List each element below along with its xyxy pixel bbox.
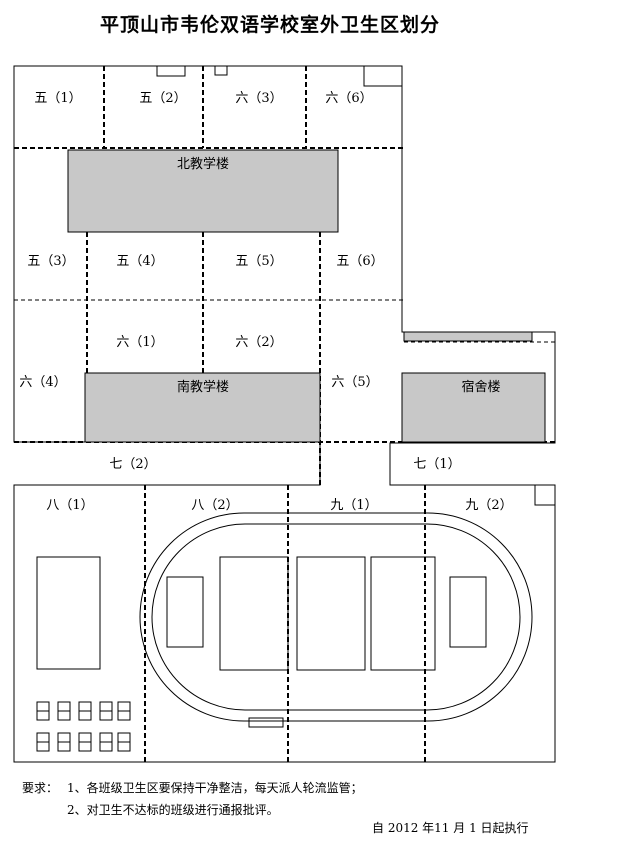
track-inner (151, 523, 521, 711)
equipment-grid (36, 701, 131, 752)
dorm-building (401, 372, 546, 443)
north-building-label: 北教学楼 (177, 156, 229, 172)
north-building (67, 149, 339, 233)
south-building-label: 南教学楼 (177, 379, 229, 395)
effective-date-notice: 自 2012 年11 月 1 日起执行 (372, 821, 529, 835)
track-outer (139, 512, 533, 722)
zone-label: 七（1） (413, 457, 460, 472)
zone-label: 九（1） (330, 498, 377, 513)
zone-label: 五（6） (336, 254, 383, 269)
zone-label: 五（1） (34, 91, 81, 106)
corner-box-lower (534, 485, 555, 506)
zone-label: 六（2） (235, 335, 282, 350)
field-box-5 (449, 576, 487, 648)
track-gate (248, 717, 284, 728)
gate-box (156, 65, 186, 77)
field-box-1 (166, 576, 204, 648)
requirement-item: 2、对卫生不达标的班级进行通报批评。 (67, 803, 279, 817)
zone-label: 五（2） (139, 91, 186, 106)
field-box-4 (370, 556, 436, 671)
zone-label: 六（4） (19, 375, 66, 390)
requirements-label: 要求： (22, 781, 59, 795)
dorm-annex (403, 331, 533, 342)
small-box (214, 65, 228, 76)
court-box (36, 556, 101, 670)
dorm-building-label: 宿舍楼 (461, 379, 500, 395)
requirement-item: 1、各班级卫生区要保持干净整洁，每天派人轮流监管； (67, 781, 363, 795)
zone-label: 六（5） (331, 375, 378, 390)
field-box-2 (219, 556, 289, 671)
zone-label: 六（1） (116, 335, 163, 350)
zone-label: 六（6） (325, 91, 372, 106)
page-title: 平顶山市韦伦双语学校室外卫生区划分 (99, 14, 440, 36)
zone-label: 五（3） (27, 254, 74, 269)
zone-label: 六（3） (235, 91, 282, 106)
zone-label: 八（1） (46, 498, 93, 513)
zone-label: 五（4） (116, 254, 163, 269)
corner-box (363, 66, 402, 87)
zone-label: 七（2） (109, 457, 156, 472)
zone-label: 九（2） (465, 498, 512, 513)
zone-label: 五（5） (235, 254, 282, 269)
zone-label: 八（2） (191, 498, 238, 513)
south-building (84, 372, 321, 443)
field-box-3 (296, 556, 366, 671)
